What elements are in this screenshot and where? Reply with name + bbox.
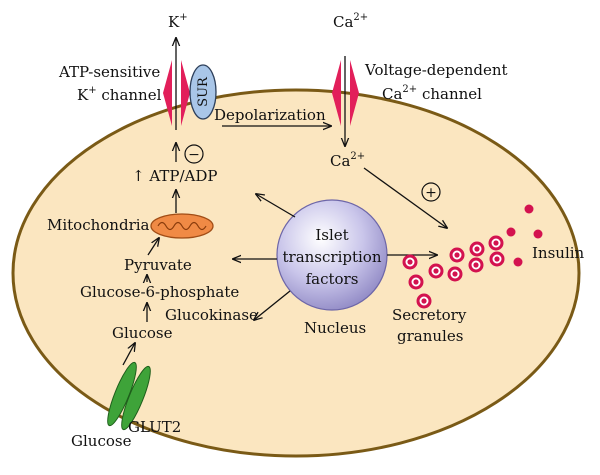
glucokinase-label: Glucokinase xyxy=(165,306,258,324)
glut2-transporter xyxy=(107,361,151,431)
insulin-label: Insulin xyxy=(532,244,585,262)
plus-sign: + xyxy=(421,182,441,202)
vdcc-label-line2: Ca2+ channel xyxy=(382,84,482,103)
nucleus-text-line2: transcription xyxy=(283,248,382,266)
secretory-granules-label-line2: granules xyxy=(397,327,463,345)
mitochondrion-icon xyxy=(150,213,214,239)
svg-text:+: + xyxy=(425,185,437,201)
glucose-entry-arrow xyxy=(122,343,135,366)
nucleus-text-line3: factors xyxy=(306,270,359,288)
nucleus-text-line1: Islet xyxy=(315,226,348,244)
granule-cores xyxy=(407,240,500,304)
pyruvate-to-mito-arrow xyxy=(147,238,159,256)
glucose-outer-label: Glucose xyxy=(71,432,132,450)
svg-text:−: − xyxy=(188,147,200,163)
atp-channel-label-line1: ATP-sensitive xyxy=(58,63,160,81)
voltage-dependent-ca-channel xyxy=(332,56,359,146)
g6p-label: Glucose-6-phosphate xyxy=(80,283,239,301)
insulin-dots xyxy=(506,204,543,267)
sur-label: SUR xyxy=(196,76,211,107)
mitochondria-label: Mitochondria xyxy=(47,216,150,234)
sur-subunit: SUR xyxy=(189,64,217,120)
nucleus-label: Nucleus xyxy=(304,319,366,337)
secretory-granules-label-line1: Secretory xyxy=(392,306,467,324)
glut2-label: GLUT2 xyxy=(128,418,181,436)
glucose-inner-label: Glucose xyxy=(112,324,173,342)
atp-sensitive-k-channel xyxy=(163,38,190,130)
ca-to-granules-arrow xyxy=(363,167,447,228)
vdcc-label-line1: Voltage-dependent xyxy=(364,61,508,79)
k-ion-label: K+ xyxy=(168,12,188,31)
pyruvate-label: Pyruvate xyxy=(124,256,192,274)
depolarization-label: Depolarization xyxy=(214,106,326,124)
atp-channel-label-line2: K+ channel xyxy=(77,85,162,104)
minus-sign: − xyxy=(184,144,204,164)
ca-ion-outside-label: Ca2+ xyxy=(333,12,368,31)
atp-adp-label: ↑ ATP/ADP xyxy=(132,167,217,185)
ca-ion-inside-label: Ca2+ xyxy=(330,151,365,170)
nucleus-to-atp-arrow xyxy=(256,194,296,218)
nucleus-to-glucokinase-arrow xyxy=(254,290,291,320)
